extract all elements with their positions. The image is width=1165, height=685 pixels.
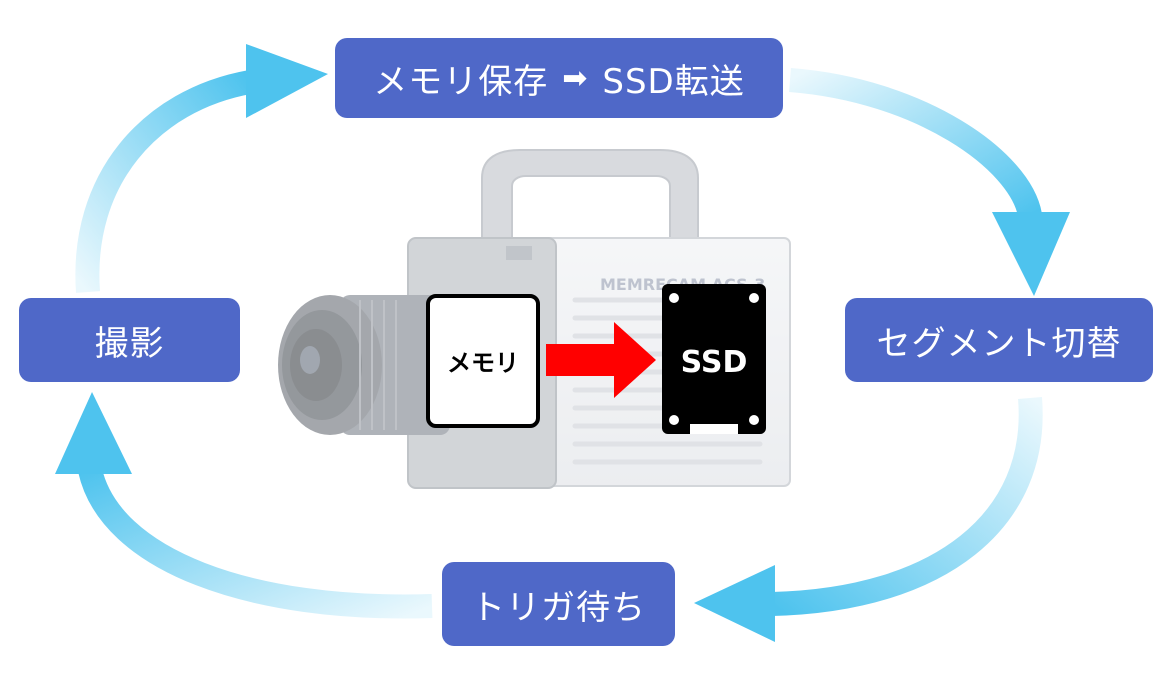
right-arrow-icon: ➡ (562, 60, 589, 96)
memory-chip: メモリ (426, 294, 540, 428)
cycle-arrow-segment-to-trigger (694, 397, 1043, 642)
cycle-arrow-trigger-to-record (55, 392, 433, 619)
step-save-label: メモリ保存 (373, 61, 549, 102)
memory-label: メモリ (447, 349, 519, 377)
step-trigger-label: トリガ待ち (471, 587, 646, 628)
step-save-transfer: メモリ保存 ➡ SSD転送 (335, 38, 783, 118)
step-segment-switch: セグメント切替 (845, 298, 1153, 382)
step-segment-label: セグメント切替 (876, 323, 1122, 364)
step-trigger-wait: トリガ待ち (442, 562, 675, 646)
cycle-arrow-record-to-save (75, 44, 328, 293)
ssd-card: SSD (662, 284, 766, 434)
lens (278, 295, 450, 435)
ssd-label: SSD (681, 345, 748, 380)
step-transfer-label: SSD転送 (602, 61, 745, 102)
transfer-arrow (546, 322, 656, 398)
step-record: 撮影 (19, 298, 240, 382)
cycle-arrow-transfer-to-segment (789, 68, 1070, 296)
step-record-label: 撮影 (94, 323, 165, 364)
